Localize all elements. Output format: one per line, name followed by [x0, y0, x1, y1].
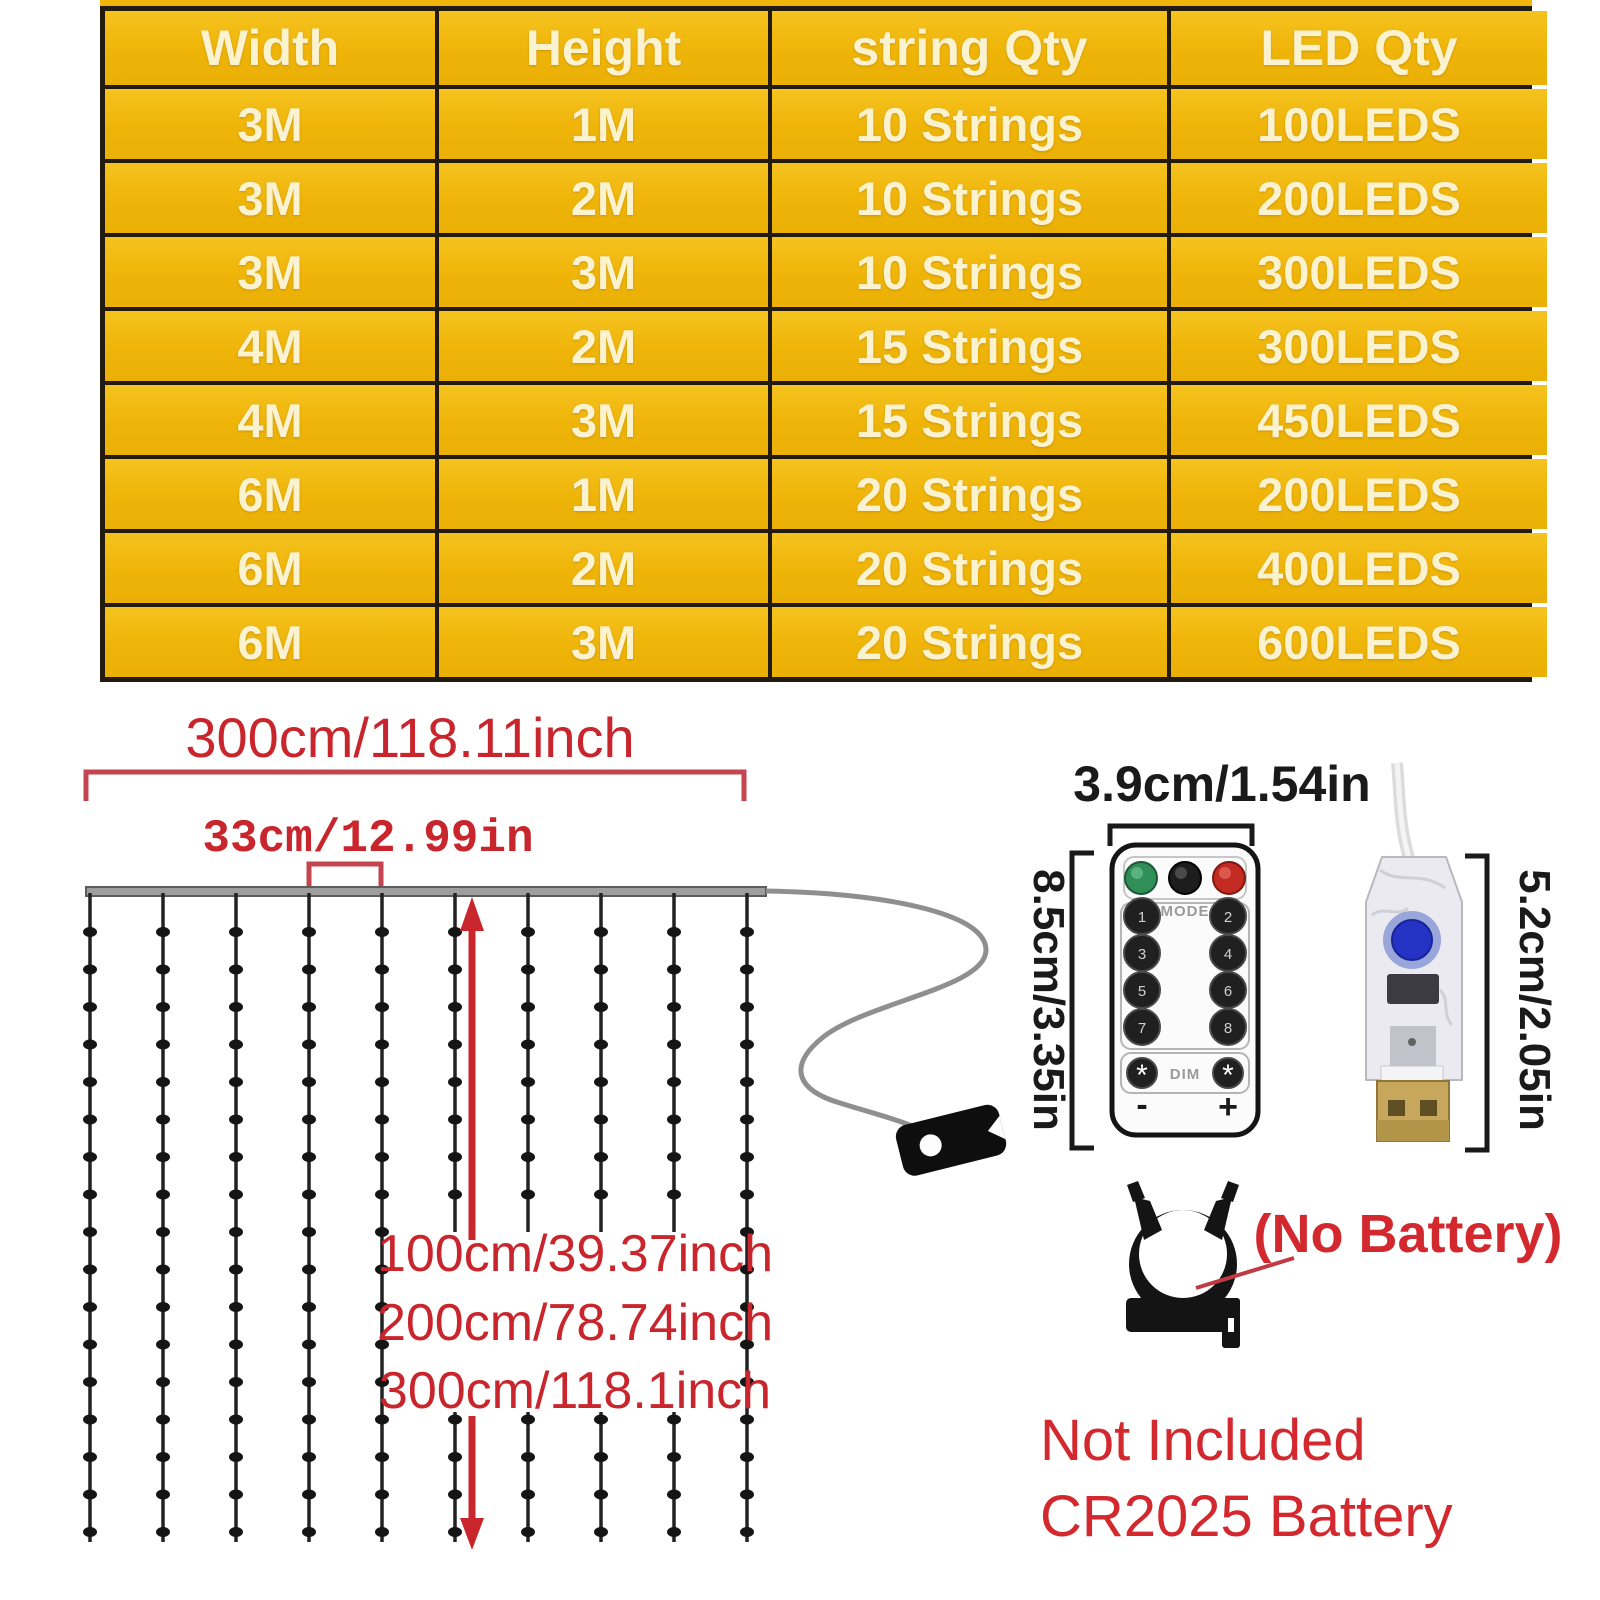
svg-text:5: 5	[1138, 983, 1146, 1000]
mode-button-5: 5	[1123, 971, 1161, 1009]
svg-text:1: 1	[1138, 909, 1146, 926]
table-cell: 1M	[439, 89, 768, 159]
svg-text:6: 6	[1224, 983, 1232, 1000]
table-cell: 300LEDS	[1171, 237, 1547, 307]
drop-length-label-2: 200cm/78.74inch	[377, 1294, 773, 1352]
spacing-bracket	[306, 861, 384, 886]
remote-width-bracket	[1107, 823, 1255, 846]
mode-button-4: 4	[1209, 934, 1247, 972]
usb-mode-button	[1391, 919, 1433, 961]
table-cell: 6M	[105, 533, 435, 603]
col-header-string-qty: string Qty	[772, 11, 1167, 85]
timer-button	[1168, 861, 1202, 895]
usb-height-label: 5.2cm/2.05in	[1510, 869, 1559, 1131]
mode-button-1: 1	[1123, 897, 1161, 935]
size-spec-table: Width Height string Qty LED Qty 3M 1M 10…	[100, 6, 1547, 682]
table-top-sliver	[100, 0, 1532, 6]
dimension-diagram: 300cm/118.11inch 33cm/12.99in 100cm/39.3…	[83, 706, 1563, 1550]
remote-width-label: 3.9cm/1.54in	[1073, 756, 1370, 812]
svg-text:8: 8	[1224, 1020, 1232, 1037]
curtain-rail	[85, 886, 767, 897]
table-cell: 20 Strings	[772, 607, 1167, 677]
col-header-width: Width	[105, 11, 435, 85]
width-bracket	[83, 769, 747, 801]
not-included-label: Not Included	[1040, 1408, 1366, 1473]
table-cell: 300LEDS	[1171, 311, 1547, 381]
power-on-button	[1124, 861, 1158, 895]
table-cell: 6M	[105, 607, 435, 677]
drop-length-arrow-top	[460, 897, 484, 1240]
table-cell: 3M	[105, 237, 435, 307]
clip-icon	[1126, 1181, 1240, 1348]
battery-pointer-line	[1195, 1256, 1295, 1290]
table-cell: 2M	[439, 163, 768, 233]
usb-metal-connector	[1376, 1080, 1450, 1142]
table-cell: 3M	[105, 89, 435, 159]
brightness-icon: *	[1222, 1059, 1234, 1092]
svg-text:3: 3	[1138, 946, 1146, 963]
remote-height-bracket	[1069, 850, 1094, 1151]
svg-text:4: 4	[1224, 946, 1232, 963]
remote-control: MODE 1 2 3 4 5 6	[1109, 842, 1261, 1138]
mode-button-2: 2	[1209, 897, 1247, 935]
svg-text:2: 2	[1224, 909, 1232, 926]
usb-chip	[1387, 974, 1439, 1004]
table-cell: 20 Strings	[772, 459, 1167, 529]
string-spacing-label: 33cm/12.99in	[202, 813, 533, 865]
mode-button-6: 6	[1209, 971, 1247, 1009]
remote-height-label: 8.5cm/3.35in	[1024, 869, 1073, 1131]
dim-up-button: *	[1212, 1057, 1244, 1092]
table-cell: 4M	[105, 385, 435, 455]
brightness-icon: *	[1136, 1059, 1148, 1092]
no-battery-label: (No Battery)	[1253, 1204, 1562, 1264]
drop-length-label-1: 100cm/39.37inch	[377, 1225, 773, 1283]
col-header-led-qty: LED Qty	[1171, 11, 1547, 85]
col-header-height: Height	[439, 11, 768, 85]
table-cell: 200LEDS	[1171, 459, 1547, 529]
table-cell: 600LEDS	[1171, 607, 1547, 677]
table-cell: 15 Strings	[772, 311, 1167, 381]
mode-button-7: 7	[1123, 1008, 1161, 1046]
table-cell: 3M	[105, 163, 435, 233]
table-cell: 2M	[439, 311, 768, 381]
table-cell: 3M	[439, 385, 768, 455]
table-cell: 450LEDS	[1171, 385, 1547, 455]
table-cell: 200LEDS	[1171, 163, 1547, 233]
plug-connector	[895, 1104, 1007, 1176]
mode-button-8: 8	[1209, 1008, 1247, 1046]
mode-label: MODE	[1161, 903, 1210, 920]
drop-length-label-3: 300cm/118.1inch	[379, 1362, 771, 1420]
mode-button-3: 3	[1123, 934, 1161, 972]
table-cell: 3M	[439, 237, 768, 307]
table-cell: 1M	[439, 459, 768, 529]
table-cell: 20 Strings	[772, 533, 1167, 603]
table-cell: 15 Strings	[772, 385, 1167, 455]
curtain-width-label: 300cm/118.11inch	[185, 706, 634, 769]
table-cell: 3M	[439, 607, 768, 677]
table-cell: 10 Strings	[772, 237, 1167, 307]
table-cell: 6M	[105, 459, 435, 529]
table-cell: 4M	[105, 311, 435, 381]
table-cell: 100LEDS	[1171, 89, 1547, 159]
usb-height-bracket	[1465, 853, 1490, 1153]
power-cable	[765, 888, 989, 1129]
battery-model-label: CR2025 Battery	[1040, 1484, 1453, 1549]
power-off-button	[1212, 861, 1246, 895]
svg-text:7: 7	[1138, 1020, 1146, 1037]
table-cell: 2M	[439, 533, 768, 603]
dim-plus-label: +	[1218, 1088, 1238, 1126]
drop-length-arrow-bottom	[460, 1416, 484, 1550]
table-cell: 10 Strings	[772, 163, 1167, 233]
dim-label: DIM	[1170, 1066, 1201, 1083]
dim-minus-label: -	[1136, 1086, 1147, 1124]
table-cell: 400LEDS	[1171, 533, 1547, 603]
usb-controller	[1365, 762, 1463, 1142]
table-cell: 10 Strings	[772, 89, 1167, 159]
dim-down-button: *	[1126, 1057, 1158, 1092]
led-strings	[83, 893, 754, 1542]
